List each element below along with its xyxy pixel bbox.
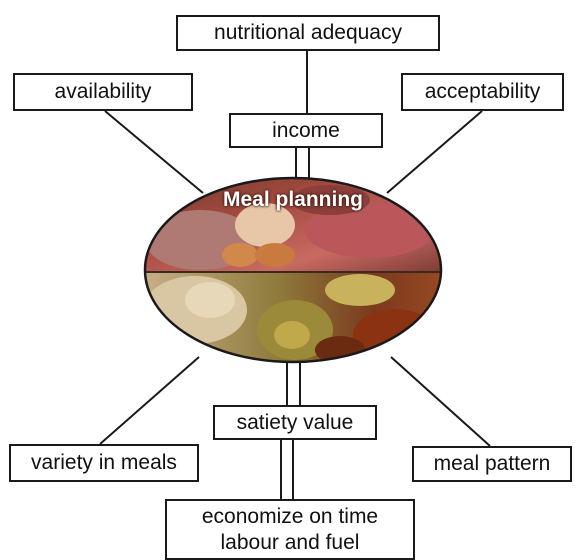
factor-box-satiety-value: satiety value bbox=[213, 405, 377, 440]
connector-availability bbox=[104, 110, 204, 194]
center-label: Meal planning bbox=[222, 188, 363, 211]
factor-label: income bbox=[272, 118, 340, 142]
connector-acceptability bbox=[386, 110, 483, 194]
factor-box-variety-in-meals: variety in meals bbox=[9, 444, 199, 482]
factor-box-acceptability: acceptability bbox=[401, 73, 564, 111]
connector-meal-pattern bbox=[390, 356, 491, 447]
factor-label: variety in meals bbox=[31, 451, 177, 475]
factor-box-income: income bbox=[229, 113, 383, 148]
factor-label: availability bbox=[54, 80, 152, 104]
factor-label-line2: labour and fuel bbox=[220, 530, 360, 554]
meal-planning-oval bbox=[143, 176, 443, 364]
factor-box-meal-pattern: meal pattern bbox=[412, 446, 572, 482]
factor-box-availability: availability bbox=[13, 73, 193, 111]
factor-box-economize: economize on time labour and fuel bbox=[165, 499, 415, 560]
factor-label: satiety value bbox=[236, 410, 354, 434]
factor-label: nutritional adequacy bbox=[214, 21, 402, 45]
factor-label-line1: economize on time bbox=[201, 505, 379, 529]
connector-variety bbox=[99, 356, 200, 445]
factor-label: acceptability bbox=[424, 80, 541, 104]
factor-label: meal pattern bbox=[433, 452, 551, 476]
factor-box-nutritional-adequacy: nutritional adequacy bbox=[176, 15, 440, 51]
